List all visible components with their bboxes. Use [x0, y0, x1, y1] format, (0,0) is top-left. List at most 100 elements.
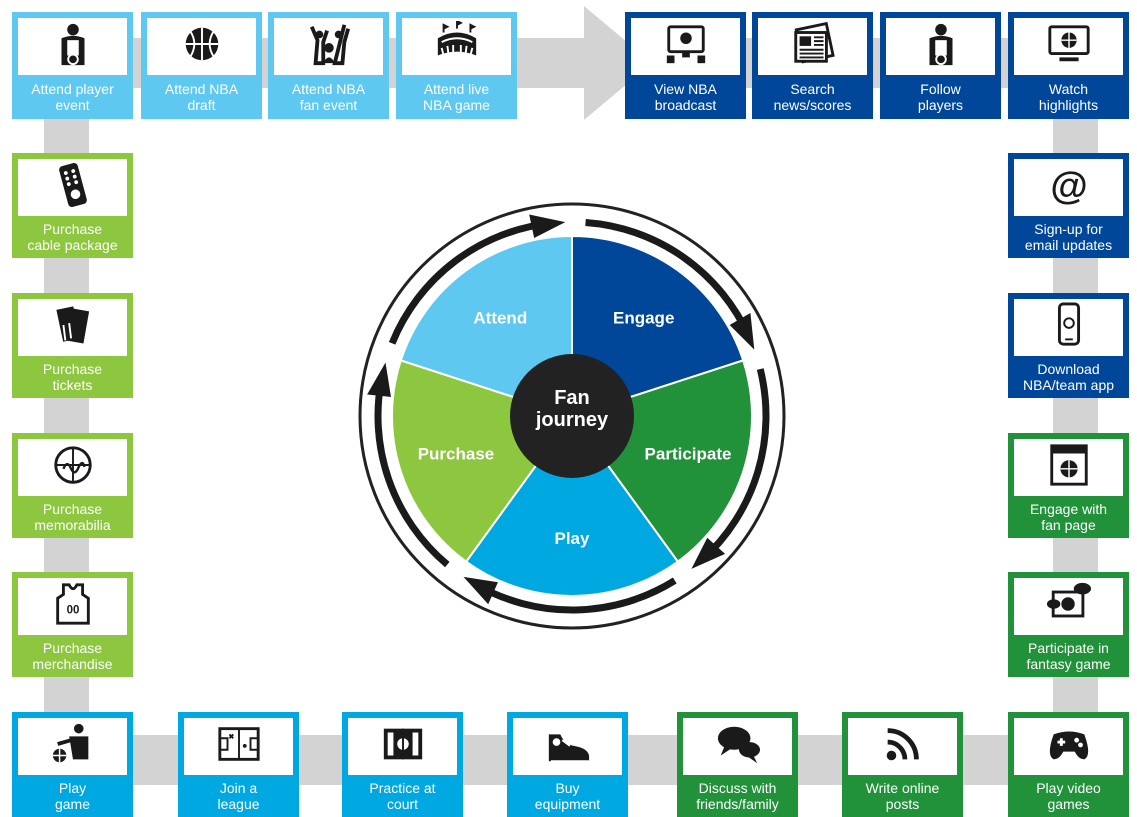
sneaker-icon-graphic	[548, 734, 589, 763]
tile-label-line1: Buy	[555, 780, 580, 796]
at-sign-icon-graphic: @	[1050, 164, 1087, 207]
rss-icon	[880, 721, 926, 772]
cycle-arrowhead	[729, 313, 755, 350]
wheel-segment-attend[interactable]	[399, 234, 573, 418]
player-dribble-icon-graphic	[52, 723, 88, 763]
cheering-fans-icon	[306, 21, 352, 72]
wheel-segment-play[interactable]	[464, 414, 680, 597]
speech-bubbles-icon-graphic	[717, 726, 760, 764]
tile-label-line1: Attend NBA	[291, 81, 366, 97]
cheering-fans-icon-graphic	[309, 24, 350, 66]
wheel-label-purchase: Purchase	[418, 445, 495, 464]
tile-label-line2: memorabilia	[34, 517, 111, 533]
signed-ball-icon	[50, 442, 96, 493]
player-icon-graphic	[61, 23, 84, 66]
gamepad-icon-graphic	[1049, 731, 1088, 760]
cycle-arrow	[388, 219, 553, 345]
tile-label-line1: Discuss with	[698, 780, 777, 796]
tile-label-line1: Attend player	[31, 81, 114, 97]
tile-label-line1: Follow	[920, 81, 961, 97]
tile-label-line1: Download	[1037, 361, 1100, 377]
signed-ball-icon-graphic	[53, 446, 92, 484]
remote-control-icon	[50, 162, 96, 213]
center-label-line1: Fan	[554, 387, 590, 409]
wheel-label-participate: Participate	[645, 445, 732, 464]
tile-label-line1: Purchase	[42, 361, 103, 377]
monitor-basketball-icon	[1046, 21, 1092, 72]
tile-label-line1: Participate in	[1028, 640, 1109, 656]
tile-label-line2: NBA game	[423, 97, 490, 113]
rss-icon-graphic	[886, 728, 919, 761]
tile-label-line1: Purchase	[42, 221, 103, 237]
gamepad-icon	[1046, 721, 1092, 772]
tile-label-line1: View NBA	[654, 81, 717, 97]
monitor-basketball-icon-graphic	[1047, 25, 1090, 62]
player-icon-graphic	[929, 23, 952, 66]
player-icon	[918, 21, 964, 72]
stadium-icon	[434, 19, 480, 72]
wheel-label-engage: Engage	[613, 308, 674, 327]
jersey-icon: 00	[50, 581, 96, 632]
tile-label-line1: Sign-up for	[1034, 221, 1103, 237]
monitor-chat-icon	[1046, 581, 1092, 632]
wheel-label-attend: Attend	[473, 308, 527, 327]
tile-label-line2: posts	[885, 796, 920, 812]
wheel-segment-engage[interactable]	[571, 234, 745, 418]
smartphone-icon-graphic	[1057, 302, 1080, 346]
tile-label-line1: Attend NBA	[164, 81, 239, 97]
newspaper-icon-graphic	[793, 21, 835, 64]
tile-label-line2: email updates	[1024, 237, 1113, 253]
cycle-arrowhead	[529, 214, 566, 238]
basketball-icon	[179, 21, 225, 72]
cycle-arrow	[699, 368, 770, 563]
tile-label-line2: league	[217, 796, 260, 812]
cycle-arrow	[374, 374, 450, 568]
basketball-icon-graphic	[185, 27, 218, 61]
tile-label-line2: fan page	[1041, 517, 1096, 533]
clipboard-court-icon	[216, 721, 262, 772]
tile-label-line1: Play video	[1036, 780, 1101, 796]
tile-label-line1: Engage with	[1029, 501, 1108, 517]
tile-label-line2: event	[55, 97, 90, 113]
newspaper-icon	[790, 21, 836, 72]
tile-label-line2: court	[386, 796, 419, 812]
tile-label-line2: broadcast	[654, 97, 717, 113]
monitor-chat-icon-graphic	[1046, 582, 1091, 618]
player-icon	[50, 21, 96, 72]
cycle-arrowhead	[691, 537, 726, 569]
tile-label-line2: fantasy game	[1026, 656, 1111, 672]
speech-bubbles-icon	[715, 721, 761, 772]
tile-label-line2: highlights	[1038, 97, 1099, 113]
tile-label-line1: Join a	[219, 780, 258, 796]
stadium-icon-graphic	[437, 19, 476, 56]
player-dribble-icon	[50, 721, 96, 772]
cycle-arrowhead	[463, 576, 498, 605]
court-icon	[380, 721, 426, 772]
tile-label-line1: Watch	[1048, 81, 1089, 97]
svg-text:@: @	[1050, 164, 1087, 207]
